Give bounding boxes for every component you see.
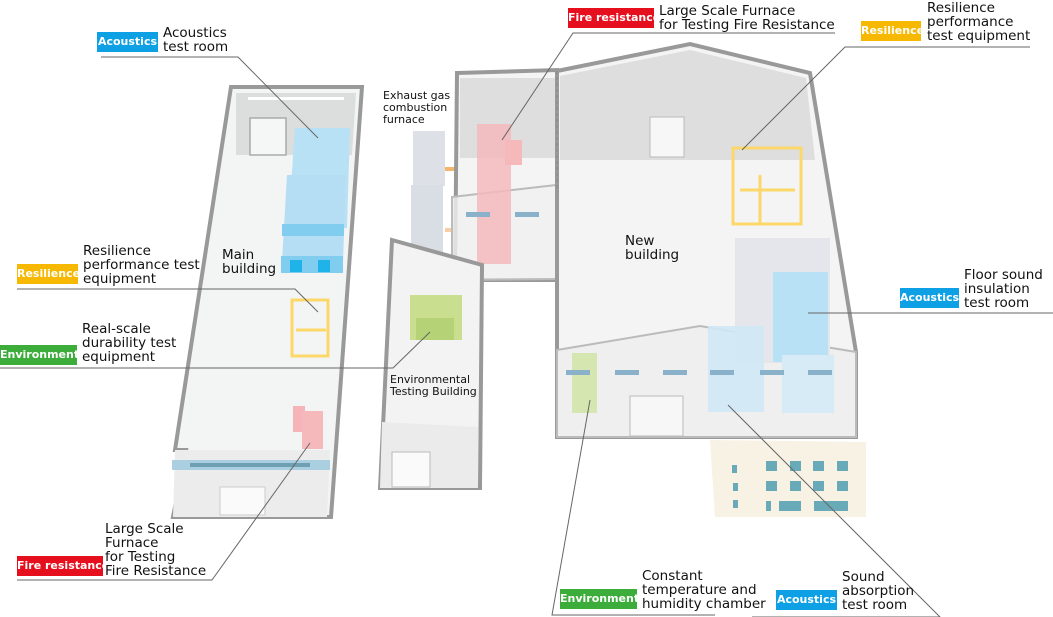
environmental-building-label: Environmental Testing Building xyxy=(390,373,477,398)
tag-environment: Environment xyxy=(0,345,79,365)
tag-resilience: Resilience xyxy=(861,21,924,41)
exhaust-furnace-label: Exhaust gas combustion furnace xyxy=(383,89,451,126)
new-building-label: New building xyxy=(625,233,680,263)
acoustics-test-room-box xyxy=(281,128,350,273)
tag-environment: Environment xyxy=(560,589,639,609)
callout-sound-absorption: Sound absorption test room xyxy=(842,569,915,613)
new-building xyxy=(555,41,858,439)
callout-large-furnace-main: Large Scale Furnace for Testing Fire Res… xyxy=(105,521,207,579)
tag-resilience: Resilience xyxy=(17,264,80,284)
tag-acoustics: Acoustics xyxy=(776,590,837,610)
main-building-label: Main building xyxy=(222,247,277,277)
tag-fire-resistance: Fire resistance xyxy=(568,8,660,28)
callout-humidity-chamber: Constant temperature and humidity chambe… xyxy=(642,568,766,612)
middle-building xyxy=(451,67,559,282)
tag-acoustics: Acoustics xyxy=(97,32,158,52)
resilience-equipment-new xyxy=(731,146,803,226)
callout-floor-sound: Floor sound insulation test room xyxy=(964,267,1043,311)
tag-fire-resistance: Fire resistance xyxy=(17,556,109,576)
environmental-testing-building xyxy=(377,237,485,490)
leader-lines xyxy=(0,32,1053,617)
callout-resilience-main: Resilience performance test equipment xyxy=(83,243,200,287)
callout-durability: Real-scale durability test equipment xyxy=(82,321,177,365)
resilience-equipment-main xyxy=(290,298,330,358)
callout-resilience-new: Resilience performance test equipment xyxy=(927,0,1031,44)
annex-building xyxy=(710,440,866,517)
callout-acoustics-test-room: Acoustics test room xyxy=(163,25,229,55)
fire-furnace-main xyxy=(293,406,323,449)
callout-large-furnace-new: Large Scale Furnace for Testing Fire Res… xyxy=(659,3,835,33)
tag-acoustics: Acoustics xyxy=(900,288,959,308)
